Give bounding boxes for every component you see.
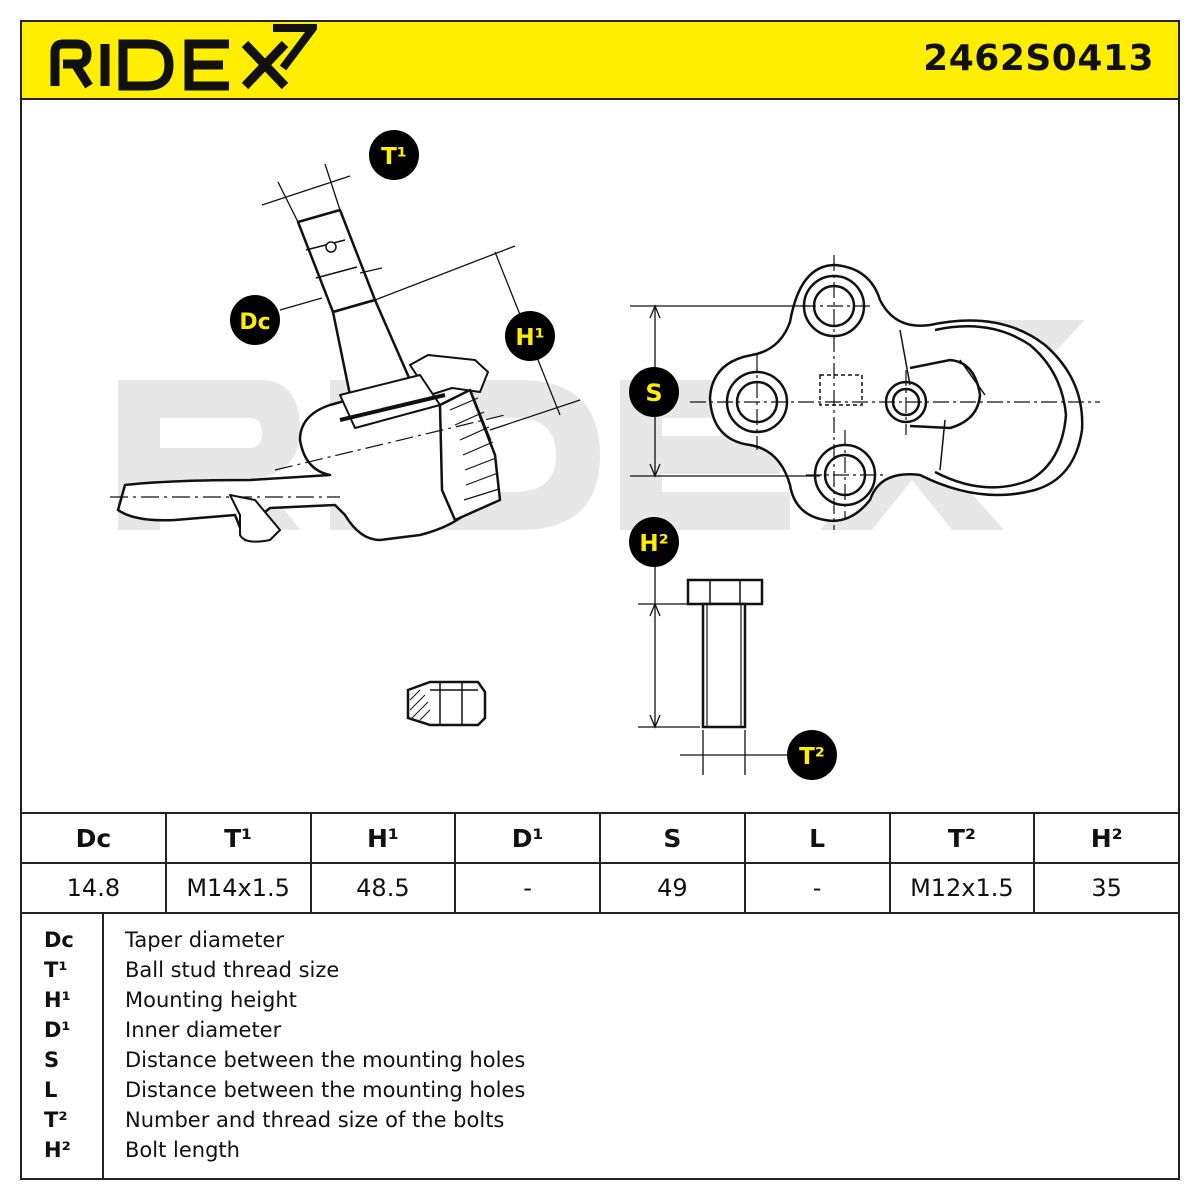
nut-drawing (406, 680, 487, 727)
badge-t2: T² (787, 730, 837, 780)
badge-h2: H² (629, 517, 679, 567)
brand-logo (50, 24, 317, 91)
legend-desc: Bolt length (125, 1138, 240, 1162)
part-number: 2462S0413 (923, 38, 1154, 79)
legend-key: Dc (44, 928, 74, 952)
badge-h1: H¹ (505, 311, 555, 361)
legend-key: D¹ (44, 1018, 71, 1042)
spec-header-cell: D¹ (454, 812, 601, 864)
spec-value-cell: M14x1.5 (164, 862, 312, 914)
legend-desc: Distance between the mounting holes (125, 1078, 526, 1102)
spec-value-cell: 14.8 (20, 862, 167, 914)
legend-desc: Inner diameter (125, 1018, 282, 1042)
svg-text:T²: T² (799, 744, 825, 770)
legend-divider (102, 914, 104, 1180)
spec-value-cell: M12x1.5 (888, 862, 1036, 914)
header-bar: 2462S0413 (20, 20, 1180, 100)
technical-drawing: T¹ Dc H¹ S H² T² (110, 130, 1100, 780)
legend-desc: Taper diameter (125, 928, 284, 952)
bolt-drawing (686, 578, 764, 729)
ball-joint-top-view (708, 263, 1084, 523)
legend-item: H² Bolt length (22, 1138, 1178, 1168)
legend-item: Dc Taper diameter (22, 928, 1178, 958)
spec-header-cell: L (743, 812, 891, 864)
spec-header-row: Dc T¹ H¹ D¹ S L T² H² (20, 812, 1180, 864)
spec-header-cell: S (599, 812, 746, 864)
spec-value-cell: 48.5 (309, 862, 457, 914)
badge-s: S (629, 367, 679, 417)
spec-header-cell: T² (888, 812, 1036, 864)
legend-desc: Mounting height (125, 988, 297, 1012)
spec-header-cell: Dc (20, 812, 167, 864)
legend-item: D¹ Inner diameter (22, 1018, 1178, 1048)
spec-header-cell: T¹ (164, 812, 312, 864)
svg-text:H¹: H¹ (515, 325, 544, 351)
spec-header-cell: H² (1033, 812, 1180, 864)
legend-item: H¹ Mounting height (22, 988, 1178, 1018)
svg-text:S: S (645, 379, 662, 407)
legend-key: H¹ (44, 988, 71, 1012)
legend-desc: Ball stud thread size (125, 958, 340, 982)
spec-table: Dc T¹ H¹ D¹ S L T² H² 14.8 M14x1.5 48.5 … (20, 812, 1180, 914)
spec-value-cell: 35 (1033, 862, 1180, 914)
svg-text:Dc: Dc (239, 310, 270, 335)
legend-item: L Distance between the mounting holes (22, 1078, 1178, 1108)
legend-desc: Distance between the mounting holes (125, 1048, 526, 1072)
legend-desc: Number and thread size of the bolts (125, 1108, 505, 1132)
ball-joint-side-view (110, 208, 506, 543)
legend-item: S Distance between the mounting holes (22, 1048, 1178, 1078)
legend-key: S (44, 1048, 60, 1072)
badge-t1: T¹ (369, 130, 419, 180)
legend-key: T¹ (44, 958, 68, 982)
legend-key: H² (44, 1138, 71, 1162)
svg-text:T¹: T¹ (381, 144, 407, 170)
spec-value-cell: - (743, 862, 891, 914)
spec-value-cell: - (454, 862, 601, 914)
legend-key: L (44, 1078, 58, 1102)
legend: Dc Taper diameter T¹ Ball stud thread si… (20, 912, 1180, 1180)
spec-value-row: 14.8 M14x1.5 48.5 - 49 - M12x1.5 35 (20, 862, 1180, 914)
legend-item: T¹ Ball stud thread size (22, 958, 1178, 988)
legend-item: T² Number and thread size of the bolts (22, 1108, 1178, 1138)
top-view-center-lines (690, 255, 1100, 530)
spec-header-cell: H¹ (309, 812, 457, 864)
svg-text:H²: H² (639, 531, 668, 557)
badge-dc: Dc (230, 295, 280, 345)
spec-value-cell: 49 (599, 862, 746, 914)
legend-key: T² (44, 1108, 68, 1132)
dimension-lines-bolt (638, 566, 790, 775)
